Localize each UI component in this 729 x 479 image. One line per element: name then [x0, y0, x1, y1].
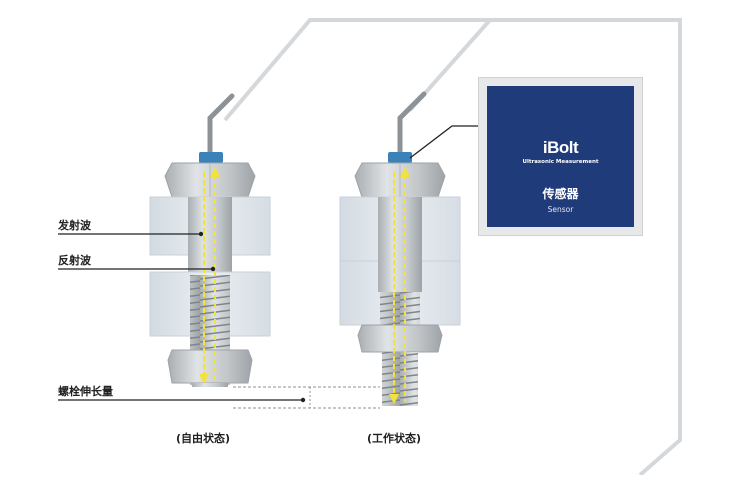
- caption-free-state: (自由状态): [176, 432, 231, 445]
- label-reflected-wave: 反射波: [58, 254, 91, 267]
- label-bolt-elongation: 螺栓伸长量: [58, 385, 113, 398]
- logo-subtitle: Ultrasonic Measurement: [522, 159, 599, 165]
- label-transmitted-wave: 发射波: [58, 219, 91, 232]
- sensor-panel: iBolt Ultrasonic Measurement 传感器 Sensor: [487, 86, 634, 227]
- nut: [167, 349, 253, 384]
- bolt-shank: [378, 197, 422, 292]
- sensor-title: 传感器: [542, 187, 579, 201]
- bolt-working-state: [339, 91, 461, 406]
- bolt-thread-protruding: [382, 352, 418, 406]
- nut: [357, 324, 443, 353]
- sensor-callout-line: [409, 125, 478, 159]
- ibolt-logo: iBolt: [542, 138, 579, 157]
- background-frame: [223, 18, 682, 477]
- bolt-thread-inner: [380, 292, 420, 325]
- sensor-card: iBolt Ultrasonic Measurement 传感器 Sensor: [478, 77, 643, 236]
- sensor-subtitle: Sensor: [547, 205, 574, 214]
- sensor-cable: [397, 91, 427, 155]
- sensor-cap: [388, 152, 412, 163]
- bolt-free-state: [149, 93, 271, 387]
- bolt-tip: [192, 383, 228, 387]
- caption-working-state: (工作状态): [367, 432, 422, 445]
- sensor-cap: [199, 152, 223, 163]
- sensor-cable: [207, 93, 235, 155]
